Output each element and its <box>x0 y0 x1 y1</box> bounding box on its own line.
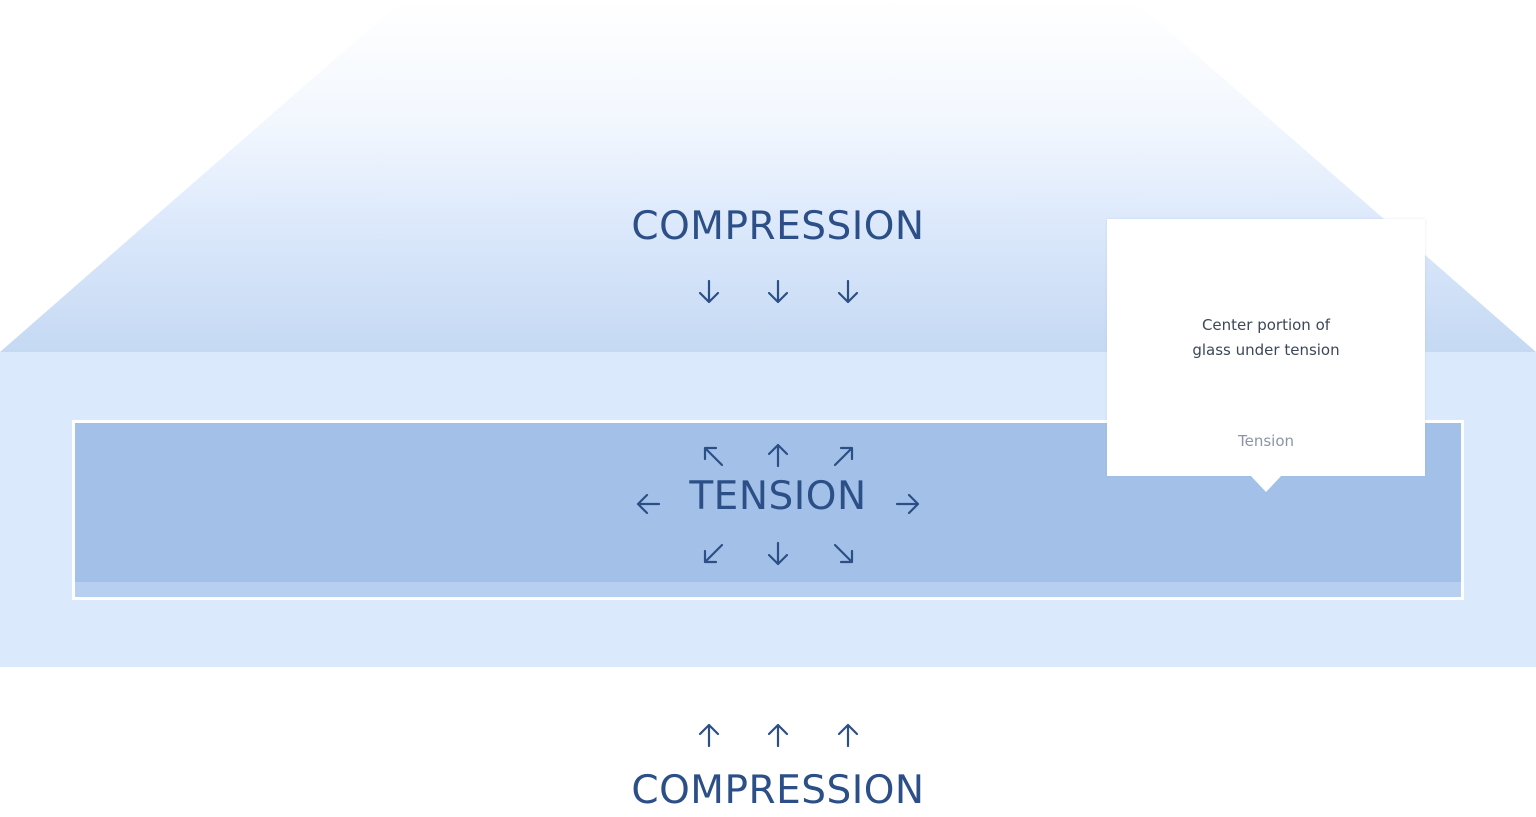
compression-top-label: COMPRESSION <box>631 204 925 249</box>
callout-description: Center portion of glass under tension <box>1107 313 1425 363</box>
arrow-up-icon <box>834 721 862 749</box>
arrow-up-right-icon <box>830 442 858 470</box>
tension-label: TENSION <box>689 474 867 519</box>
callout-line-2: glass under tension <box>1192 341 1340 359</box>
callout-pointer <box>1250 475 1282 492</box>
arrow-right-icon <box>894 490 922 518</box>
callout-line-1: Center portion of <box>1201 316 1331 334</box>
arrow-down-icon <box>834 278 862 306</box>
arrow-left-icon <box>634 490 662 518</box>
tension-callout: Center portion of glass under tension Te… <box>1107 219 1425 476</box>
compression-bottom-label: COMPRESSION <box>631 768 925 813</box>
arrow-up-icon <box>695 721 723 749</box>
arrow-down-icon <box>764 278 792 306</box>
arrow-up-icon <box>764 441 792 469</box>
arrow-down-icon <box>695 278 723 306</box>
arrow-down-right-icon <box>830 540 858 568</box>
callout-label: Tension <box>1237 432 1294 450</box>
arrow-up-icon <box>764 721 792 749</box>
arrow-down-left-icon <box>699 540 727 568</box>
arrow-up-left-icon <box>699 442 727 470</box>
arrow-down-icon <box>764 540 792 568</box>
tension-band-bottom-edge <box>75 582 1461 597</box>
